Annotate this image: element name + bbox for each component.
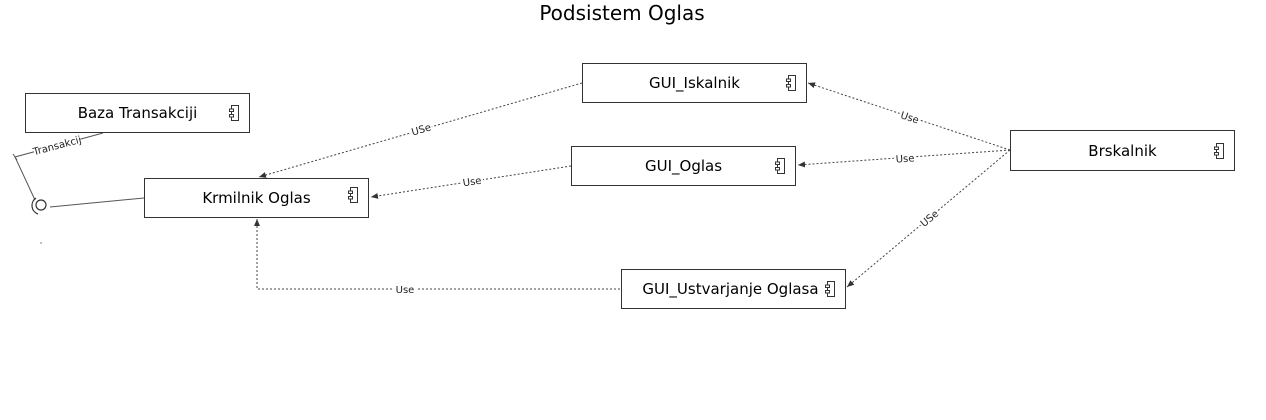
diagram-title: Podsistem Oglas [539,1,705,25]
interface-socket-icon [31,197,39,215]
label-ustvarjanje-krmilnik: Use [394,282,416,296]
component-icon [229,105,239,121]
component-icon [786,75,796,91]
label-brskalnik-ustvarjanje: USe [916,205,942,230]
svg-text:Use: Use [899,110,920,126]
interface-lollipop-icon [35,199,47,211]
edge-brskalnik-ustvarjanje [846,149,1011,288]
component-baza-transakciji[interactable]: Baza Transakciji [25,93,250,133]
component-label: Brskalnik [1088,141,1157,160]
label-brskalnik-iskalnik: Use [897,106,923,127]
component-gui-ustvarjanje-oglasa[interactable]: GUI_Ustvarjanje Oglasa [621,269,846,309]
component-icon [348,187,358,203]
component-gui-iskalnik[interactable]: GUI_Iskalnik [582,63,807,103]
interface-dot [40,242,42,244]
label-brskalnik-oglas: Use [893,150,917,166]
component-krmilnik-oglas[interactable]: Krmilnik Oglas [144,178,369,218]
label-iskalnik-krmilnik: USe [408,119,434,138]
label-interface: Transakcij [31,132,83,158]
component-gui-oglas[interactable]: GUI_Oglas [571,146,796,186]
component-label: GUI_Iskalnik [649,74,740,92]
interface-tick [12,153,18,161]
interface-provided-line [49,197,145,208]
svg-text:Use: Use [396,285,415,296]
svg-text:Use: Use [462,176,482,190]
edge-brskalnik-oglas [797,149,1011,168]
svg-text:Use: Use [895,153,914,165]
component-icon [775,158,785,174]
component-label: GUI_Oglas [644,157,723,175]
svg-text:USe: USe [410,122,432,138]
component-label: Krmilnik Oglas [202,189,311,207]
component-brskalnik[interactable]: Brskalnik [1010,130,1235,171]
edge-brskalnik-iskalnik [807,82,1011,151]
edge-ustvarjanje-krmilnik [254,219,620,290]
label-oglas-krmilnik: Use [460,172,484,189]
component-icon [825,281,835,297]
component-label: Baza Transakciji [77,104,198,122]
component-icon [1214,142,1224,159]
component-label: GUI_Ustvarjanje Oglasa [642,280,819,298]
